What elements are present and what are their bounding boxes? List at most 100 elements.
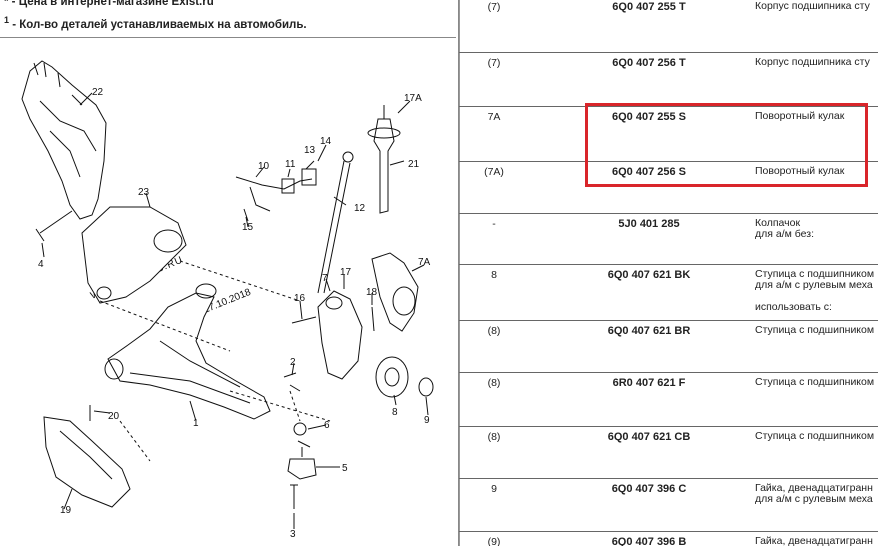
table-row[interactable]: (7) 6Q0 407 256 T Корпус подшипника сту bbox=[459, 53, 878, 107]
subframe-tabs bbox=[33, 62, 83, 106]
table-border-left bbox=[459, 0, 460, 546]
row-part-number[interactable]: 6Q0 407 621 BR bbox=[607, 325, 691, 337]
callout-23: 23 bbox=[138, 187, 150, 198]
row-part-number[interactable]: 6Q0 407 255 T bbox=[612, 1, 686, 13]
callout-21: 21 bbox=[408, 159, 420, 170]
row-description: Ступица с подшипником bbox=[755, 377, 875, 388]
table-row[interactable]: 7A 6Q0 407 255 S Поворотный кулак bbox=[459, 107, 878, 162]
control-arm-1 bbox=[107, 292, 271, 420]
callout-3: 3 bbox=[290, 529, 296, 540]
table-row[interactable]: (8) 6Q0 407 621 BR Ступица с подшипником bbox=[459, 321, 878, 373]
knuckle-top-7 bbox=[325, 296, 343, 310]
row-part-number[interactable]: 6Q0 407 621 CB bbox=[607, 431, 691, 443]
table-row[interactable]: (7A) 6Q0 407 256 S Поворотный кулак bbox=[459, 162, 878, 214]
price-note-text: - Цена в интернет-магазине Exist.ru bbox=[8, 0, 214, 8]
callout-10: 10 bbox=[258, 161, 270, 172]
link-top-joint bbox=[342, 151, 354, 163]
callout-8: 8 bbox=[392, 407, 398, 418]
row-part-number[interactable]: 6Q0 407 396 C bbox=[611, 483, 687, 495]
callout-4: 4 bbox=[38, 259, 44, 270]
bolt-15 bbox=[243, 208, 249, 222]
row-part-number[interactable]: 6Q0 407 621 BK bbox=[607, 269, 691, 281]
bushing-23 bbox=[153, 229, 183, 253]
row-position: (7) bbox=[487, 57, 501, 69]
table-row[interactable]: (8) 6Q0 407 621 CB Ступица с подшипником bbox=[459, 427, 878, 479]
table-row[interactable]: (8) 6R0 407 621 F Ступица с подшипником bbox=[459, 373, 878, 427]
stabilizer-bar-10 bbox=[235, 176, 313, 190]
callout-7: 7 bbox=[322, 273, 328, 284]
parts-table: (7) 6Q0 407 255 T Корпус подшипника сту … bbox=[459, 0, 878, 546]
bracket-23 bbox=[81, 206, 187, 304]
row-position: (9) bbox=[487, 536, 501, 546]
row-position: (8) bbox=[487, 377, 501, 389]
row-position: (7) bbox=[487, 1, 501, 13]
row-part-number[interactable]: 6Q0 407 396 B bbox=[611, 536, 687, 546]
row-part-number[interactable]: 6Q0 407 255 S bbox=[611, 111, 686, 123]
row-part-number[interactable]: 6Q0 407 256 T bbox=[612, 57, 686, 69]
bolt-4 bbox=[35, 210, 73, 242]
callout-9: 9 bbox=[424, 415, 430, 426]
bushing-11 bbox=[281, 178, 295, 194]
callout-leaders bbox=[41, 92, 429, 529]
nut-6 bbox=[293, 422, 307, 436]
strut-21 bbox=[373, 105, 395, 214]
knuckle-7 bbox=[317, 290, 363, 380]
row-part-number[interactable]: 6Q0 407 256 S bbox=[611, 166, 686, 178]
callout-22: 22 bbox=[92, 87, 104, 98]
strut-spring-seat bbox=[367, 127, 401, 139]
callout-14: 14 bbox=[320, 136, 332, 147]
cover-19-rib bbox=[59, 430, 113, 480]
subframe-shape bbox=[21, 60, 107, 220]
quantity-note-mark: 1 bbox=[4, 15, 10, 25]
subframe-ribs bbox=[39, 100, 97, 178]
callout-11: 11 bbox=[285, 159, 296, 170]
table-row[interactable]: (7) 6Q0 407 255 T Корпус подшипника сту bbox=[459, 0, 878, 53]
bolt-3 bbox=[290, 484, 298, 509]
callout-17A: 17A bbox=[404, 93, 422, 104]
callout-15: 15 bbox=[242, 222, 254, 233]
callout-16: 16 bbox=[294, 293, 306, 304]
suspension-drawing: WWW.ELCATS.RU 27.10.2018 bbox=[21, 60, 434, 540]
arm-ribs bbox=[129, 340, 251, 404]
arm-bushing-front bbox=[104, 358, 124, 380]
callout-1: 1 bbox=[193, 418, 199, 429]
quantity-note: 1 - Кол-во деталей устанавливаемых на ав… bbox=[4, 15, 307, 31]
mount-hole-23 bbox=[96, 286, 112, 300]
table-row[interactable]: (9) 6Q0 407 396 B Гайка, двенадцатигранн bbox=[459, 532, 878, 546]
knuckle-bore-7A bbox=[392, 286, 416, 316]
nut-9 bbox=[418, 377, 434, 397]
hub-8 bbox=[375, 356, 409, 398]
row-part-number[interactable]: 6R0 407 621 F bbox=[612, 377, 686, 389]
row-position: 7A bbox=[487, 111, 501, 123]
row-description: Корпус подшипника сту bbox=[755, 1, 870, 12]
row-description: Корпус подшипника сту bbox=[755, 57, 870, 68]
arm-bushing-rear bbox=[195, 283, 217, 299]
row-position: (7A) bbox=[484, 166, 504, 178]
row-description: Гайка, двенадцатигранн bbox=[755, 536, 873, 546]
bolts-2 bbox=[283, 372, 301, 392]
stabilizer-bar-end bbox=[249, 186, 271, 212]
callout-18: 18 bbox=[366, 287, 378, 298]
callout-7A: 7A bbox=[418, 257, 431, 268]
price-note-mark: * bbox=[4, 0, 9, 8]
callout-2: 2 bbox=[290, 357, 296, 368]
price-note: * - Цена в интернет-магазине Exist.ru bbox=[4, 0, 214, 8]
row-description: Ступица с подшипником bbox=[755, 325, 875, 336]
parts-diagram: WWW.ELCATS.RU 27.10.2018 bbox=[0, 37, 456, 546]
hub-8-center bbox=[384, 367, 400, 387]
clamp-13 bbox=[301, 168, 317, 186]
callout-13: 13 bbox=[304, 145, 316, 156]
row-position: 8 bbox=[491, 269, 497, 281]
callout-19: 19 bbox=[60, 505, 72, 516]
ball-joint-5 bbox=[287, 440, 317, 480]
row-part-number[interactable]: 5J0 401 285 bbox=[618, 218, 680, 230]
row-position: 9 bbox=[491, 483, 497, 495]
cover-19 bbox=[43, 416, 131, 508]
stabilizer-link-12 bbox=[317, 160, 351, 294]
